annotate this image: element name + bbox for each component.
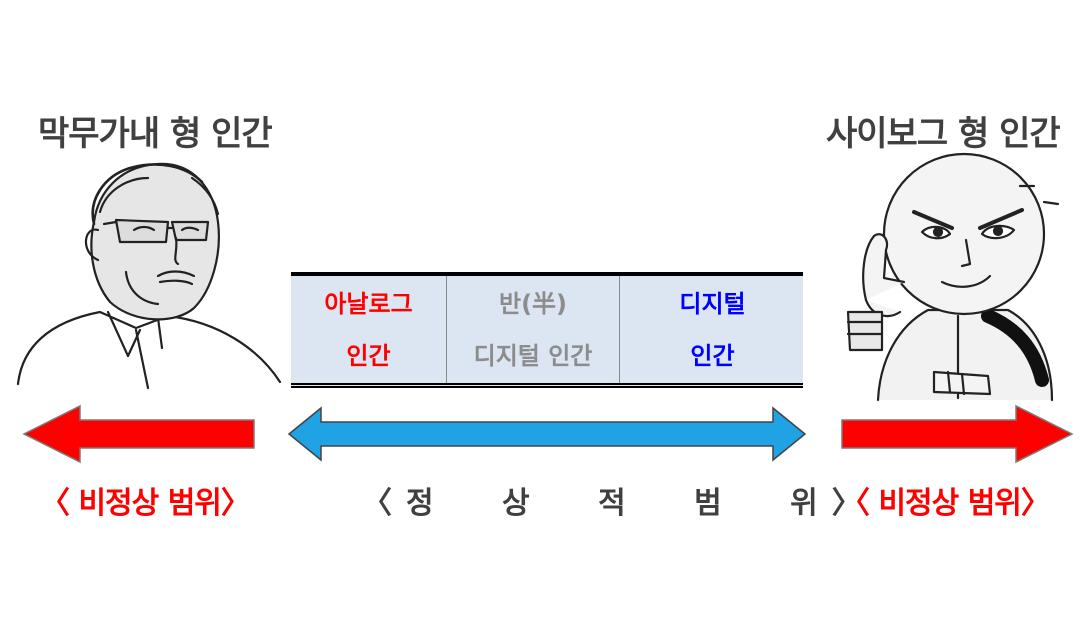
left-abnormal-arrow: [22, 404, 255, 464]
right-title: 사이보그 형 인간: [826, 114, 1061, 154]
cell-analog-line2: 인간: [346, 341, 391, 370]
old-man-illustration: [16, 162, 282, 390]
normal-range-label: 〈정 상 적 범 위〉: [362, 486, 876, 521]
cell-digital-line1: 디지털: [679, 289, 746, 318]
cell-semi-line1: 반(半): [498, 289, 568, 318]
right-abnormal-label: 〈 비정상 범위〉: [840, 486, 1051, 521]
cell-analog: 아날로그 인간: [291, 276, 446, 383]
cell-digital-line2: 인간: [690, 341, 735, 370]
cell-semi-digital: 반(半) 디지털 인간: [446, 276, 619, 383]
left-title: 막무가내 형 인간: [38, 114, 273, 154]
right-abnormal-arrow: [841, 404, 1074, 464]
robot-illustration: [846, 152, 1060, 402]
cell-analog-line1: 아날로그: [324, 289, 413, 318]
cell-digital: 디지털 인간: [619, 276, 805, 383]
normal-range-arrow: [287, 406, 807, 462]
cell-semi-line2: 디지털 인간: [473, 341, 593, 370]
left-abnormal-label: 〈 비정상 범위〉: [40, 486, 251, 521]
human-type-table: 아날로그 인간 반(半) 디지털 인간 디지털 인간: [291, 272, 803, 388]
